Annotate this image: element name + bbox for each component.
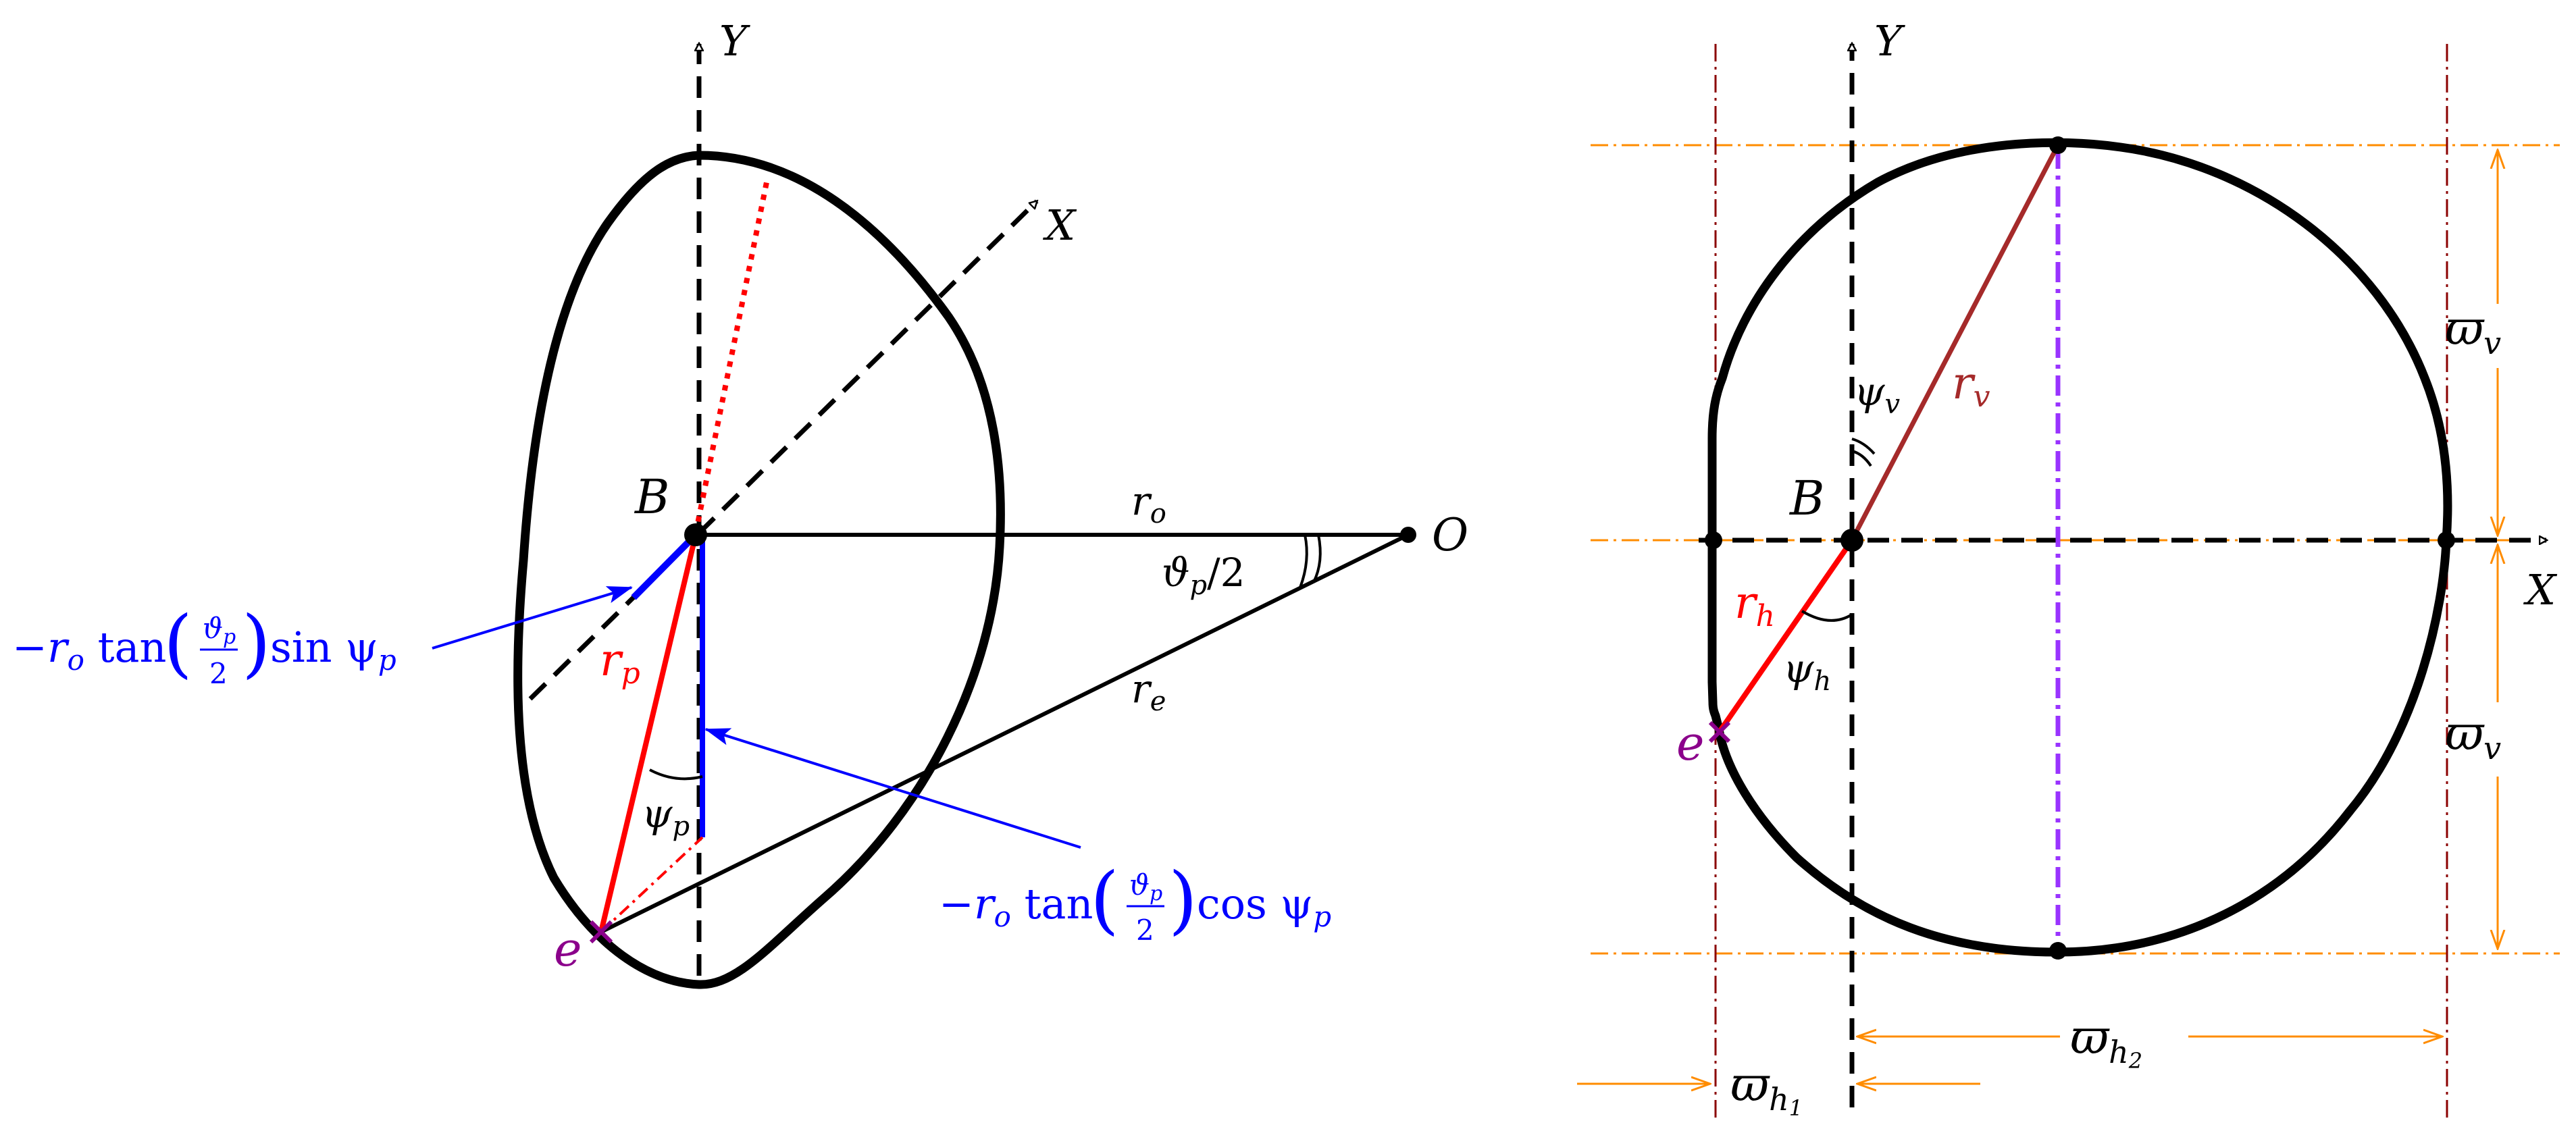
right-point-b-dot (1840, 529, 1863, 552)
left-rp-line (598, 534, 698, 933)
left-point-b-dot (684, 523, 707, 546)
svg-text:(: ( (163, 600, 192, 686)
right-psi-v-arc-outer (1851, 438, 1876, 455)
left-sin-pointer-arrow (432, 586, 633, 650)
right-point-e-cross (1708, 720, 1731, 743)
svg-text:−ro tan: −ro tan (12, 623, 166, 677)
svg-text:): ) (1168, 856, 1197, 943)
left-cos-pointer-arrow (704, 728, 1081, 849)
left-theta-label: ϑp/2 (1162, 550, 1245, 601)
right-x-axis-label: X (2523, 565, 2558, 614)
right-rh-line (1716, 538, 1855, 735)
right-rv-label: rv (1952, 357, 1990, 414)
left-red-dotted-ray (693, 182, 769, 534)
right-varpi-v-top-label: ϖv (2445, 300, 2501, 361)
left-point-b-label: B (634, 469, 669, 525)
left-y-axis-label: Y (719, 16, 750, 65)
right-rv-line (1849, 144, 2061, 542)
svg-text:sin ψp: sin ψp (270, 623, 396, 677)
left-x-axis (528, 201, 1037, 701)
svg-text:2: 2 (1136, 914, 1154, 947)
left-re-line (600, 533, 1410, 934)
right-bottom-point-dot (2049, 942, 2067, 960)
left-point-e-label: e (554, 922, 582, 977)
left-point-o-label: O (1432, 509, 1468, 561)
svg-text:2: 2 (209, 657, 228, 690)
left-ro-label: ro (1131, 478, 1166, 529)
right-top-point-dot (2049, 136, 2067, 154)
left-point-o-dot (1400, 527, 1416, 543)
left-red-dashdot (600, 836, 704, 933)
left-theta-arc-outer (1299, 534, 1308, 588)
right-varpi-v-bottom-label: ϖv (2445, 706, 2501, 766)
right-left-point-dot (1705, 531, 1722, 549)
right-psi-h-label: ψh (1783, 646, 1831, 697)
right-point-e-label: e (1676, 716, 1704, 771)
left-outline-curve (513, 151, 1005, 989)
left-panel: Y X B O e ro re rp ψp ϑp/2 −ro tan ( ϑp … (12, 16, 1468, 989)
svg-text:−ro tan: −ro tan (939, 879, 1093, 933)
left-psi-p-label: ψp (642, 791, 690, 842)
right-outline-curve (1707, 138, 2452, 957)
right-rh-label: rh (1734, 577, 1775, 633)
right-psi-v-label: ψv (1854, 369, 1900, 420)
left-sin-term-formula: −ro tan ( ϑp 2 ) sin ψp (12, 600, 396, 690)
svg-text:(: ( (1090, 856, 1119, 943)
left-x-axis-label: X (1043, 201, 1077, 250)
right-psi-h-arc (1801, 610, 1853, 622)
left-cos-term-formula: −ro tan ( ϑp 2 ) cos ψp (939, 856, 1331, 947)
right-panel: Y X B e rv rh ψv ψh ϖv ϖv ϖh2 ϖh1 (1577, 16, 2560, 1121)
svg-text:): ) (242, 600, 271, 686)
left-theta-arc-inner (1312, 534, 1322, 583)
right-point-b-label: B (1788, 471, 1824, 526)
svg-text:ϑp: ϑp (1129, 868, 1162, 906)
left-rp-label: rp (600, 634, 640, 691)
svg-text:cos ψp: cos ψp (1197, 879, 1331, 933)
left-blue-sin-segment (631, 532, 698, 600)
right-psi-v-arc-inner (1851, 450, 1872, 467)
right-varpi-h2-label: ϖh2 (2070, 1010, 2142, 1074)
right-right-point-dot (2438, 531, 2455, 549)
right-varpi-h1-label: ϖh1 (1730, 1057, 1803, 1121)
left-psi-arc (649, 768, 703, 781)
right-y-axis-label: Y (1874, 16, 1905, 65)
left-point-e-cross (589, 920, 613, 944)
svg-text:ϑp: ϑp (203, 612, 236, 649)
left-re-label: re (1131, 666, 1166, 717)
